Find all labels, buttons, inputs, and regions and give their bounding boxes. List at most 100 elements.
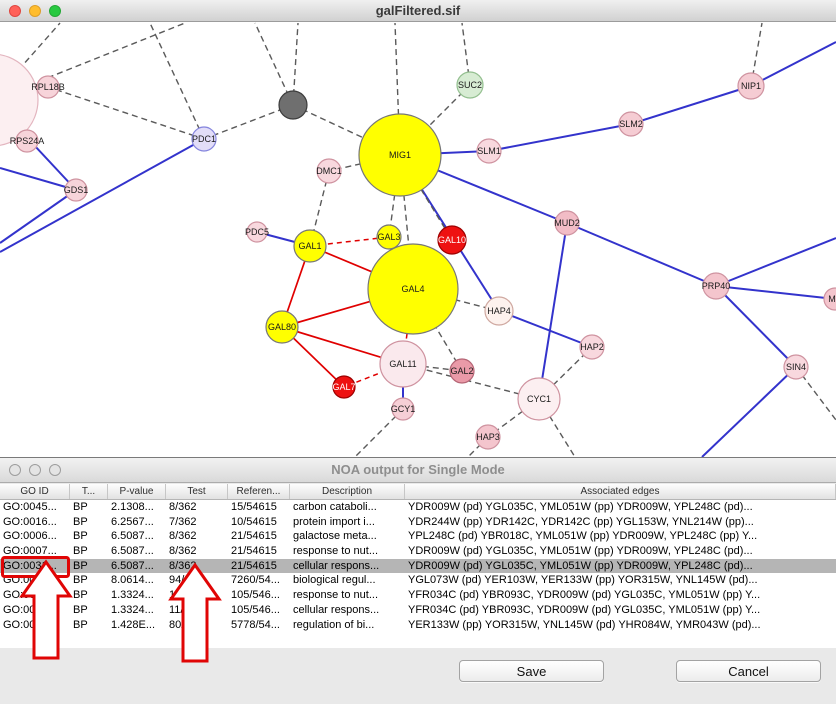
column-header-associated-edges[interactable]: Associated edges — [405, 484, 836, 499]
graph-node-GAL2[interactable]: GAL2 — [449, 358, 475, 384]
graph-node-label: SUC2 — [458, 80, 482, 90]
graph-edge[interactable] — [149, 22, 205, 140]
table-cell: 1.3324... — [111, 589, 154, 602]
table-cell: biological regul... — [293, 574, 376, 587]
graph-node-gray1[interactable] — [278, 90, 308, 120]
graph-node-MS[interactable]: MS — [823, 287, 836, 311]
save-button[interactable]: Save — [459, 660, 604, 682]
graph-edge[interactable] — [701, 366, 797, 457]
graph-node-HAP3[interactable]: HAP3 — [475, 424, 501, 450]
graph-node-label: GDS1 — [64, 185, 89, 195]
graph-edge[interactable] — [0, 167, 77, 191]
table-cell: 105/546... — [231, 603, 280, 616]
graph-node-GAL80[interactable]: GAL80 — [265, 310, 299, 344]
graph-node-HAP2[interactable]: HAP2 — [579, 334, 605, 360]
graph-node-GAL4[interactable]: GAL4 — [367, 243, 459, 335]
table-cell: 1.428E... — [111, 618, 156, 631]
graph-node-GAL10[interactable]: GAL10 — [437, 225, 467, 255]
table-cell: response to nut... — [293, 589, 378, 602]
graph-node-GAL7[interactable]: GAL7 — [332, 375, 356, 399]
graph-node-bigleft[interactable] — [0, 54, 39, 146]
table-cell: cellular respons... — [293, 559, 380, 572]
column-header-test[interactable]: Test — [166, 484, 228, 499]
graph-node-GAL3[interactable]: GAL3 — [376, 224, 402, 250]
graph-node-label: CYC1 — [527, 394, 551, 404]
zoom-button-icon[interactable] — [49, 5, 61, 17]
graph-edge[interactable] — [47, 86, 205, 140]
graph-node-label: SLM1 — [477, 146, 501, 156]
graph-edge[interactable] — [203, 104, 294, 140]
cancel-button[interactable]: Cancel — [676, 660, 821, 682]
graph-node-label: PDC5 — [245, 227, 269, 237]
graph-node-HAP4[interactable]: HAP4 — [484, 296, 514, 326]
graph-node-PRP40[interactable]: PRP40 — [702, 272, 731, 300]
graph-node-PDC1[interactable]: PDC1 — [191, 126, 217, 152]
graph-node-MUD2[interactable]: MUD2 — [554, 210, 580, 236]
graph-node-CYC1[interactable]: CYC1 — [517, 377, 561, 421]
graph-node-SLM2[interactable]: SLM2 — [618, 111, 644, 137]
graph-node-MIG1[interactable]: MIG1 — [358, 113, 442, 197]
graph-node-SLM1[interactable]: SLM1 — [476, 138, 502, 164]
graph-node-label: RPS24A — [10, 136, 45, 146]
table-cell: 105/546... — [231, 589, 280, 602]
graph-edge[interactable] — [630, 85, 752, 125]
graph-node-SUC2[interactable]: SUC2 — [456, 71, 484, 99]
graph-node-label: GAL11 — [389, 359, 416, 369]
graph-node-GAL1[interactable]: GAL1 — [293, 229, 327, 263]
graph-edge[interactable] — [538, 222, 568, 400]
table-cell: BP — [73, 501, 88, 513]
graph-node-GAL11[interactable]: GAL11 — [379, 340, 427, 388]
minimize-button-icon[interactable] — [29, 464, 41, 476]
graph-node-GDS1[interactable]: GDS1 — [64, 178, 89, 202]
graph-edge[interactable] — [402, 363, 540, 400]
graph-edge[interactable] — [750, 41, 836, 87]
noa-window-titlebar[interactable]: NOA output for Single Mode — [0, 458, 836, 483]
column-header-p-value[interactable]: P-value — [108, 484, 166, 499]
graph-edge[interactable] — [566, 222, 717, 287]
graph-node-PDC5[interactable]: PDC5 — [245, 221, 269, 243]
graph-edge[interactable] — [715, 237, 836, 287]
graph-edge[interactable] — [0, 22, 61, 100]
graph-node-label: PDC1 — [192, 134, 216, 144]
minimize-button-icon[interactable] — [29, 5, 41, 17]
graph-node-label: GAL4 — [401, 284, 424, 294]
graph-node-NIP1[interactable]: NIP1 — [737, 72, 765, 100]
graph-node-RPS24A[interactable]: RPS24A — [10, 129, 45, 153]
column-header-go-id[interactable]: GO ID — [0, 484, 70, 499]
graph-edge[interactable] — [715, 285, 836, 300]
column-header-t-[interactable]: T... — [70, 484, 108, 499]
column-header-referen-[interactable]: Referen... — [228, 484, 290, 499]
column-header-description[interactable]: Description — [290, 484, 405, 499]
close-button-icon[interactable] — [9, 5, 21, 17]
graph-edge[interactable] — [488, 123, 632, 152]
close-button-icon[interactable] — [9, 464, 21, 476]
graph-edge[interactable] — [254, 22, 294, 106]
graph-node-label: MUD2 — [554, 218, 580, 228]
graph-node-GCY1[interactable]: GCY1 — [391, 397, 416, 421]
graph-edge[interactable] — [498, 310, 593, 348]
table-cell: BP — [73, 618, 88, 631]
graph-node-DMC1[interactable]: DMC1 — [316, 158, 342, 184]
graph-node-label: HAP3 — [476, 432, 500, 442]
window-title: galFiltered.sif — [375, 3, 461, 18]
table-cell: 6.5087... — [111, 545, 154, 558]
graph-edge[interactable] — [0, 189, 77, 244]
graph-edge[interactable] — [0, 138, 205, 253]
zoom-button-icon[interactable] — [49, 464, 61, 476]
graph-edge[interactable] — [399, 154, 453, 241]
graph-node-SIN4[interactable]: SIN4 — [783, 354, 809, 380]
table-cell: GO:0016... — [3, 515, 57, 528]
graph-node-RPL18B[interactable]: RPL18B — [31, 75, 65, 99]
network-window-titlebar[interactable]: galFiltered.sif — [0, 0, 836, 22]
graph-edge[interactable] — [715, 285, 797, 368]
